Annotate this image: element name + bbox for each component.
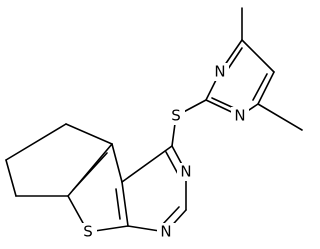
bond-ch2-left-ch2-bottom bbox=[5, 159, 17, 197]
molecule-structure-diagram: N N S N N S bbox=[5, 7, 303, 241]
atom-mask-s-ring bbox=[79, 223, 97, 241]
atom-label-s-link: S bbox=[171, 107, 181, 125]
atom-label-n-top: N bbox=[214, 63, 225, 81]
bond-c5-c6 bbox=[257, 71, 275, 105]
atom-mask-n-right bbox=[231, 107, 249, 125]
bond-c4-c5 bbox=[241, 39, 275, 73]
atom-layer: N N S N N S bbox=[79, 63, 249, 241]
bond-c4b-ch2-top bbox=[65, 123, 113, 145]
bond-layer bbox=[5, 7, 303, 233]
bond-c7a-c4a bbox=[121, 181, 129, 227]
atom-label-s-ring: S bbox=[83, 223, 93, 241]
bond-c7a-c4a-inner bbox=[115, 188, 121, 220]
atom-mask-n-top bbox=[211, 63, 229, 81]
bond-c4a-c4 bbox=[121, 145, 173, 183]
atom-label-n-right: N bbox=[234, 107, 245, 125]
bond-c4-n-upper-inner bbox=[165, 151, 179, 175]
bond-ch2-top-ch2-left bbox=[5, 123, 67, 161]
bond-methyl-right bbox=[257, 103, 303, 131]
bond-c4b-c8a-inner bbox=[72, 152, 108, 191]
bond-c5-c6-inner bbox=[252, 73, 268, 101]
bond-c2-core-n-lower-inner bbox=[162, 206, 180, 225]
atom-label-n-upper: N bbox=[180, 163, 191, 181]
atom-mask-n-lower bbox=[157, 223, 175, 241]
atom-label-n-lower: N bbox=[160, 223, 171, 241]
bond-c4a-c4b bbox=[111, 143, 123, 183]
atom-mask-s-link bbox=[167, 107, 185, 125]
atom-mask-n-upper bbox=[177, 163, 195, 181]
